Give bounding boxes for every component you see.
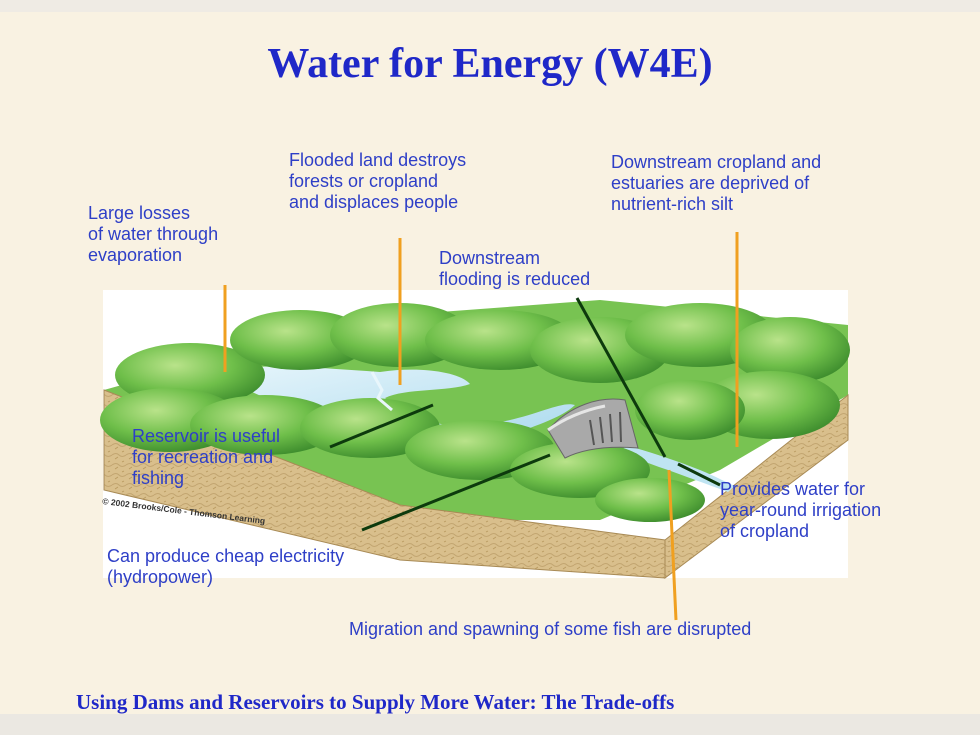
label-downstream-flooding: Downstream flooding is reduced bbox=[439, 248, 591, 289]
label-reservoir: Reservoir is useful for recreation and f… bbox=[132, 426, 281, 488]
label-silt: Downstream cropland and estuaries are de… bbox=[611, 152, 822, 214]
top-band bbox=[0, 0, 980, 12]
benefit-leader-lines bbox=[329, 297, 721, 532]
dam bbox=[547, 398, 639, 459]
cost-leader-lines bbox=[223, 232, 739, 621]
label-flooded-land: Flooded land destroys forests or croplan… bbox=[289, 150, 467, 212]
downstream-river bbox=[622, 445, 735, 492]
bottom-band bbox=[0, 714, 980, 735]
label-electricity: Can produce cheap electricity (hydropowe… bbox=[107, 546, 345, 587]
slide-title: Water for Energy (W4E) bbox=[267, 41, 713, 87]
stream bbox=[370, 371, 393, 412]
label-irrigation: Provides water for year-round irrigation… bbox=[720, 479, 882, 541]
soil-side-face bbox=[664, 393, 849, 580]
slide-subtitle: Using Dams and Reservoirs to Supply More… bbox=[76, 690, 675, 714]
label-fish: Migration and spawning of some fish are … bbox=[349, 619, 752, 639]
label-evaporation: Large losses of water through evaporatio… bbox=[88, 203, 219, 265]
